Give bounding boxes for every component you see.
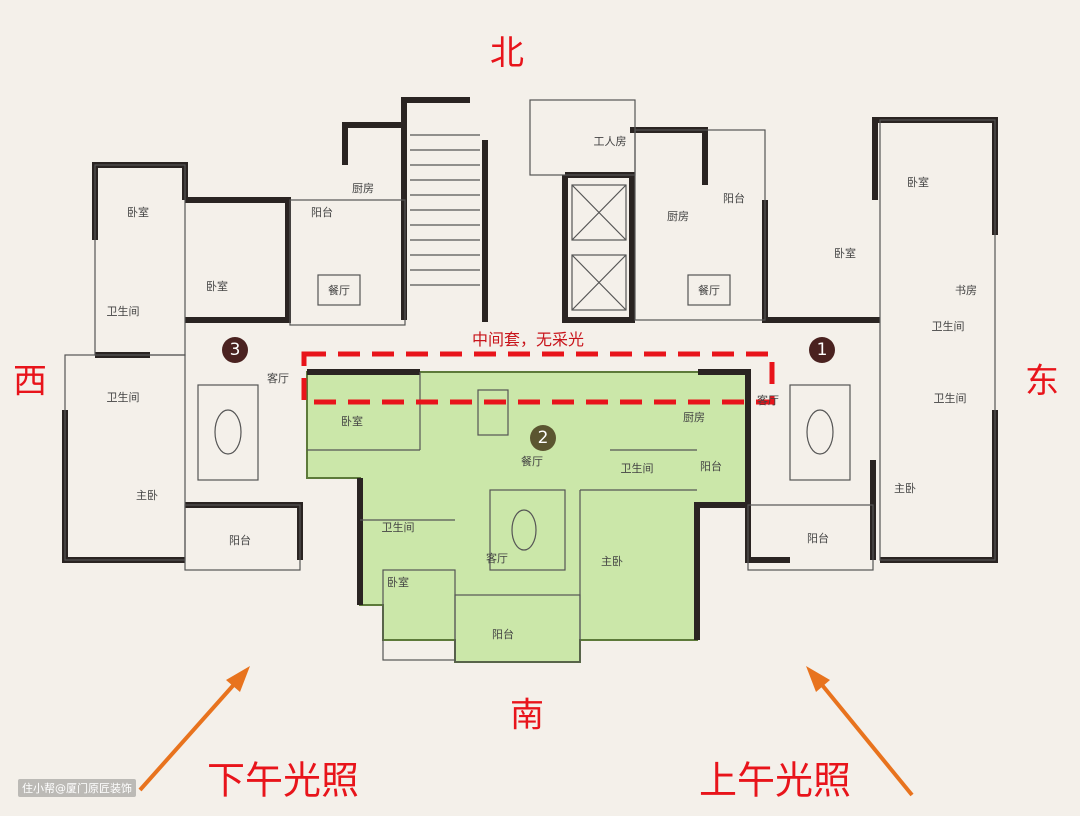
room-label: 工人房 xyxy=(593,135,627,148)
room-label: 主卧 xyxy=(601,555,623,568)
room-label: 阳台 xyxy=(311,206,333,219)
unit-3-badge: 3 xyxy=(222,337,248,363)
no-light-dashed-box xyxy=(301,351,775,405)
unit-2-badge: 2 xyxy=(530,425,556,451)
afternoon-light-label: 下午光照 xyxy=(206,758,360,803)
thin-walls xyxy=(64,99,996,663)
room-label: 卧室 xyxy=(341,415,363,428)
room-label: 厨房 xyxy=(352,182,374,195)
room-label: 客厅 xyxy=(267,372,289,385)
room-label: 餐厅 xyxy=(328,284,350,297)
room-label: 卫生间 xyxy=(620,462,654,475)
room-label: 阳台 xyxy=(723,192,745,205)
room-label: 卫生间 xyxy=(106,305,140,318)
morning-light-label: 上午光照 xyxy=(698,758,852,803)
room-label: 卫生间 xyxy=(931,320,965,333)
room-label: 餐厅 xyxy=(698,284,720,297)
room-label: 阳台 xyxy=(229,534,251,547)
room-label: 客厅 xyxy=(757,394,779,407)
unit-1-badge: 1 xyxy=(809,337,835,363)
room-label: 卧室 xyxy=(206,280,228,293)
south-label: 南 xyxy=(510,695,544,736)
no-light-annotation: 中间套，无采光 xyxy=(471,330,585,349)
room-label: 卧室 xyxy=(387,576,409,589)
room-label: 书房 xyxy=(955,284,977,297)
room-label: 厨房 xyxy=(667,210,689,223)
afternoon-light-arrow xyxy=(138,666,250,792)
room-label: 阳台 xyxy=(700,460,722,473)
room-label: 餐厅 xyxy=(521,455,543,468)
room-label: 主卧 xyxy=(894,482,916,495)
room-label: 主卧 xyxy=(136,489,158,502)
room-label: 厨房 xyxy=(683,411,705,424)
room-label: 卧室 xyxy=(834,247,856,260)
room-label: 阳台 xyxy=(492,628,514,641)
morning-light-arrow xyxy=(806,666,914,797)
room-label: 卧室 xyxy=(127,206,149,219)
room-label: 卧室 xyxy=(907,176,929,189)
room-label: 卫生间 xyxy=(933,392,967,405)
east-label: 东 xyxy=(1025,361,1059,402)
west-label: 西 xyxy=(13,361,47,402)
room-label: 客厅 xyxy=(486,552,508,565)
room-label: 阳台 xyxy=(807,532,829,545)
watermark: 住小帮@厦门原匠装饰 xyxy=(18,779,136,797)
unit-2-highlight xyxy=(306,371,749,663)
north-label: 北 xyxy=(490,33,524,74)
room-label: 卫生间 xyxy=(381,521,415,534)
room-label: 卫生间 xyxy=(106,391,140,404)
